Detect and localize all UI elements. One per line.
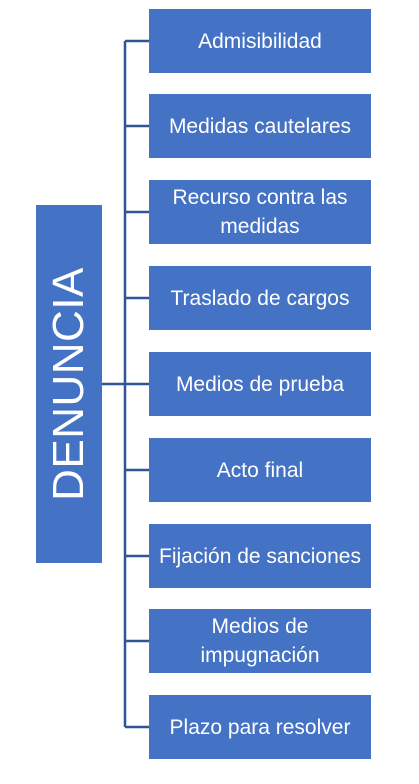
child-node-label: Admisibilidad [198,29,322,53]
child-node-label: Medios de impugnación [200,615,320,667]
child-node-label: Plazo para resolver [169,715,351,739]
child-node-plazo-para-resolver: Plazo para resolver [149,695,371,759]
root-node-label: DENUNCIA [44,267,93,501]
child-node-label: Recurso contra las medidas [172,186,348,238]
child-node-medios-de-prueba: Medios de prueba [149,352,371,416]
child-node-medidas-cautelares: Medidas cautelares [149,94,371,158]
child-node-label: Acto final [216,458,304,482]
child-node-recurso-contra-las-medidas: Recurso contra las medidas [149,180,371,244]
root-node: DENUNCIA [36,205,102,563]
child-node-label: Traslado de cargos [170,286,350,310]
child-node-label: Medidas cautelares [168,114,352,138]
child-node-acto-final: Acto final [149,438,371,502]
child-node-label: Medios de prueba [175,372,345,396]
child-node-traslado-de-cargos: Traslado de cargos [149,266,371,330]
child-node-medios-de-impugnacion: Medios de impugnación [149,609,371,673]
child-node-label: Fijación de sanciones [159,544,361,568]
child-node-admisibilidad: Admisibilidad [149,9,371,73]
child-node-fijacion-de-sanciones: Fijación de sanciones [149,524,371,588]
